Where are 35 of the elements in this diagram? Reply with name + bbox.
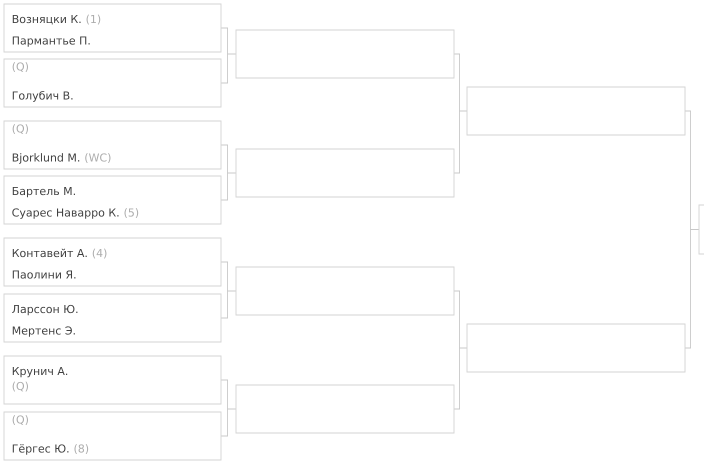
player-name: Гёргес Ю. [12,444,68,455]
bracket-line [685,229,699,348]
seed-label: (WC) [85,153,110,163]
match-box [236,266,454,316]
player-name: Паолини Я. [12,270,76,279]
player-name: Бартель М. [12,187,75,198]
seed-label: (8) [74,444,88,454]
match-box [236,148,454,198]
player-name: Голубич В. [12,90,72,102]
bracket-line [221,290,236,318]
match-box [698,204,704,254]
player-name: Мертенс Э. [12,326,75,337]
player-name: Суарес Наварро К. [12,208,118,219]
seed-label: (Q) [12,124,28,134]
player-name: Пармантье П. [12,36,90,47]
match-box [236,30,454,78]
seed-label: (4) [92,248,106,258]
player-name: Ларссон Ю. [12,304,78,316]
player-name: Возняцки К. [12,15,81,25]
seed-label: (5) [124,208,138,218]
seed-label: (Q) [12,62,28,72]
bracket-line [221,172,236,200]
player-name: Крунич А. [12,367,68,378]
match-box [236,384,454,434]
bracket-line [454,348,467,410]
seed-label: (Q) [12,415,28,425]
bracket-line [454,110,467,174]
seed-label: (Q) [12,382,28,392]
seed-label: (1) [86,14,100,24]
player-name: Контавейт А. [12,248,87,258]
match-box [466,324,686,372]
bracket-line [221,54,236,84]
match-box [466,86,686,136]
player-name: Bjorklund M. [12,153,80,164]
bracket-line [221,408,236,436]
